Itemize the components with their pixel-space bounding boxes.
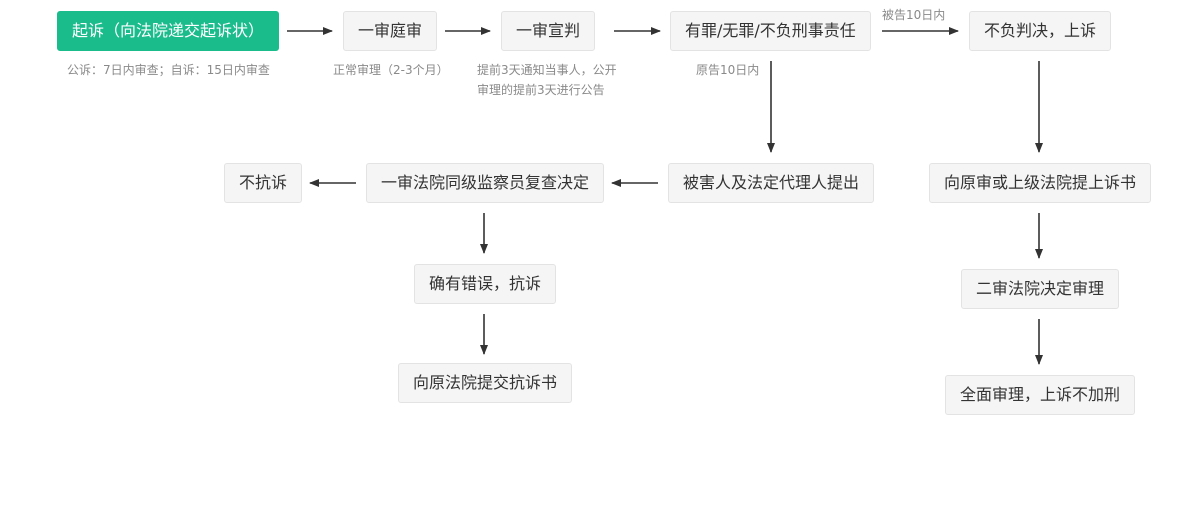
note-xuanpan-line1: 提前3天通知当事人，公开	[477, 63, 617, 77]
note-xuanpan-line2: 审理的提前3天进行公告	[477, 83, 605, 97]
node-youzui-wuzui: 有罪/无罪/不负刑事责任	[670, 11, 871, 51]
node-yishen-xuanpan: 一审宣判	[501, 11, 596, 51]
note-qisu: 公诉：7日内审查；自诉：15日内审查	[67, 63, 270, 77]
node-ershen-shenli: 二审法院决定审理	[961, 269, 1120, 309]
node-jianchayuan-fucha: 一审法院同级监察员复查决定	[366, 163, 605, 203]
node-tijiao-kangsushu: 向原法院提交抗诉书	[398, 363, 573, 403]
node-shangsushu: 向原审或上级法院提上诉书	[929, 163, 1152, 203]
node-beihairen: 被害人及法定代理人提出	[668, 163, 875, 203]
node-quanmian-shenli: 全面审理，上诉不加刑	[945, 375, 1136, 415]
note-beigao: 被告10日内	[882, 8, 946, 22]
node-bukangsu: 不抗诉	[224, 163, 303, 203]
node-qisu: 起诉（向法院递交起诉状）	[57, 11, 280, 51]
note-yuangao: 原告10日内	[696, 63, 760, 77]
node-yishen-tingshen: 一审庭审	[343, 11, 438, 51]
node-queyou-cuowu: 确有错误，抗诉	[414, 264, 557, 304]
node-bufu-shangsu: 不负判决，上诉	[969, 11, 1112, 51]
note-tingshen: 正常审理（2-3个月）	[333, 63, 449, 77]
